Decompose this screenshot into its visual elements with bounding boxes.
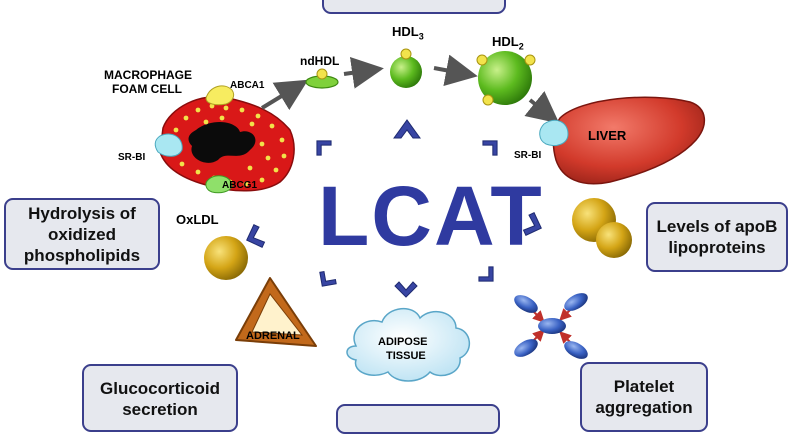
apob-line-1: Levels of apoB — [656, 217, 778, 236]
apob-lipoproteins — [572, 198, 632, 258]
hdl3-sub: 3 — [418, 31, 424, 42]
chevron-down — [394, 281, 418, 298]
arrow-to-liver — [524, 91, 560, 124]
arrow-to-hdl2 — [433, 54, 478, 87]
chevron-upleft — [316, 140, 332, 156]
box-glucocorticoid: Glucocorticoid secretion — [82, 364, 238, 432]
hdl2-base: HDL — [492, 34, 519, 49]
adipose-label-2: TISSUE — [386, 350, 426, 362]
chevron-left — [246, 224, 266, 248]
adipose-tissue — [346, 308, 470, 382]
adrenal-label: ADRENAL — [246, 330, 300, 342]
macrophage-foam-cell — [154, 85, 295, 194]
oxldl-particle — [204, 236, 248, 280]
hdl3-particle — [390, 48, 422, 88]
hydrolysis-line-3: phospholipids — [23, 245, 141, 265]
srbi-macrophage-label: SR-BI — [118, 152, 146, 163]
chevron-downright — [478, 266, 494, 282]
oxldl-label: OxLDL — [176, 212, 219, 227]
macrophage-label-1: MACROPHAGE — [104, 68, 193, 82]
srbi-liver-label: SR-BI — [514, 150, 542, 161]
macrophage-label-2: FOAM CELL — [112, 82, 182, 96]
chevron-right — [522, 212, 542, 236]
chevron-upright — [482, 140, 498, 156]
glucocorticoid-line-1: Glucocorticoid — [100, 379, 220, 398]
adrenal-gland — [235, 277, 317, 347]
diagram-graphics — [154, 48, 705, 382]
box-apob: Levels of apoB lipoproteins — [646, 202, 788, 272]
hdl2-label: HDL2 — [492, 34, 524, 52]
ndhdl-particle — [305, 68, 339, 89]
hdl2-particle — [476, 51, 536, 106]
chevron-up — [393, 119, 421, 139]
box-platelet: Platelet aggregation — [580, 362, 708, 432]
hydrolysis-line-1: Hydrolysis of — [28, 203, 136, 223]
box-hydrolysis: Hydrolysis of oxidized phospholipids — [4, 198, 160, 270]
chevron-downleft — [319, 270, 337, 287]
top-partial-box — [322, 0, 506, 14]
abca1-label: ABCA1 — [230, 80, 265, 91]
arrow-to-hdl3 — [343, 56, 384, 89]
lcat-title: LCAT — [318, 169, 544, 263]
hydrolysis-line-2: oxidized — [47, 224, 116, 244]
hdl3-base: HDL — [392, 24, 419, 39]
ndhdl-label: ndHDL — [300, 54, 340, 68]
platelet-line-2: aggregation — [595, 398, 693, 417]
lcat-diagram: LCAT MACROPHAGE FOAM CELL ABCA1 SR-BI AB… — [4, 0, 788, 434]
liver-label: LIVER — [588, 128, 627, 143]
platelet-line-1: Platelet — [613, 377, 675, 396]
glucocorticoid-line-2: secretion — [122, 400, 198, 419]
hdl3-label: HDL3 — [392, 24, 424, 42]
arrow-efflux — [260, 79, 309, 111]
liver-organ — [539, 96, 705, 185]
abcg1-label: ABCG1 — [222, 180, 258, 191]
platelets — [514, 293, 588, 359]
hdl2-sub: 2 — [518, 41, 524, 52]
apob-line-2: lipoproteins — [668, 238, 766, 257]
adipose-label-1: ADIPOSE — [378, 336, 428, 348]
